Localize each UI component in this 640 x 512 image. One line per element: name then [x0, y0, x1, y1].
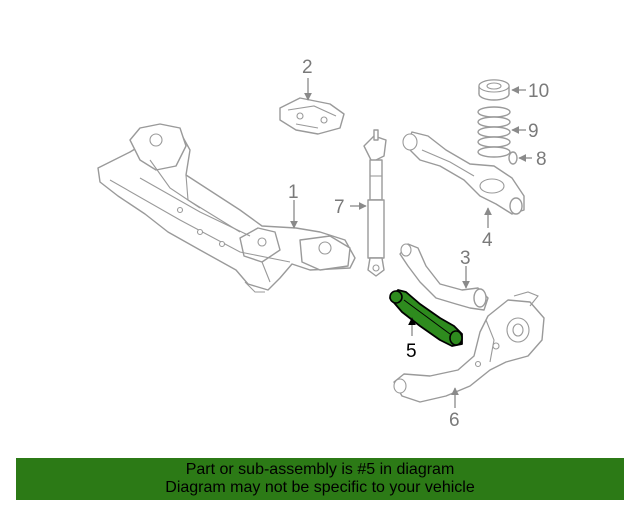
banner-line-2: Diagram may not be specific to your vehi… — [165, 479, 475, 496]
bushing-part[interactable] — [508, 151, 518, 165]
upper-arm-part[interactable] — [399, 243, 489, 311]
callout-6: 6 — [449, 410, 460, 431]
callout-7: 7 — [334, 197, 345, 218]
spring-seat-part[interactable] — [478, 79, 510, 101]
lateral-link-part-highlighted[interactable] — [389, 289, 463, 347]
callout-4: 4 — [482, 230, 493, 251]
callout-5: 5 — [406, 341, 417, 362]
callout-8: 8 — [536, 149, 547, 170]
callout-10: 10 — [528, 81, 549, 102]
callout-1: 1 — [288, 182, 299, 203]
trailing-arm-part[interactable] — [393, 291, 545, 403]
callout-2: 2 — [302, 57, 313, 78]
coil-spring-part[interactable] — [477, 106, 511, 158]
callout-9: 9 — [528, 121, 539, 142]
shock-absorber-part[interactable] — [363, 129, 387, 277]
crossmember-part[interactable] — [97, 123, 356, 293]
suspension-parts-diagram: 1 2 7 10 9 8 — [97, 57, 549, 431]
bracket-part[interactable] — [279, 97, 345, 135]
lower-control-arm-part[interactable] — [402, 131, 525, 215]
callout-3: 3 — [460, 248, 471, 269]
info-banner: Part or sub-assembly is #5 in diagram Di… — [16, 458, 624, 500]
banner-line-1: Part or sub-assembly is #5 in diagram — [185, 461, 455, 478]
